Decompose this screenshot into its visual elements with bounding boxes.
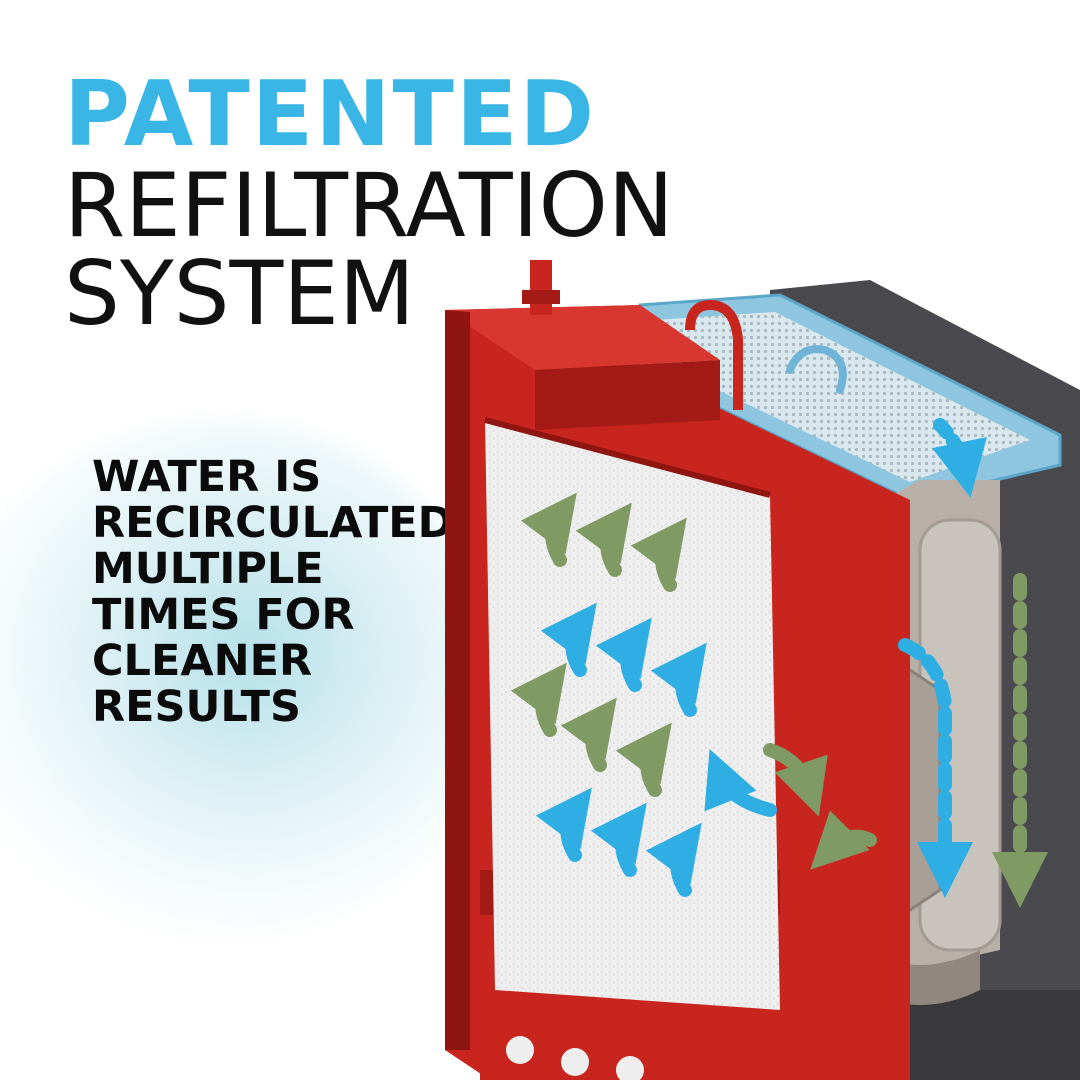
feature-line: RECIRCULATED — [92, 498, 454, 548]
blue-arrow — [540, 602, 597, 677]
blue-flow-arrows — [535, 418, 987, 898]
green-arrow — [510, 662, 567, 737]
blue-arrow — [590, 802, 647, 877]
green-arrow — [810, 810, 877, 870]
blue-arrow — [898, 638, 973, 898]
green-arrow — [615, 722, 672, 797]
water-splash-background — [0, 420, 500, 940]
feature-description: WATER IS RECIRCULATED MULTIPLE TIMES FOR… — [92, 454, 472, 730]
blue-arrow — [645, 822, 702, 897]
green-flow-arrows — [510, 492, 1048, 908]
headline: PATENTED REFILTRATION SYSTEM — [64, 70, 674, 338]
green-arrow — [560, 697, 617, 772]
headline-system: SYSTEM — [64, 242, 415, 345]
feature-line: TIMES FOR — [92, 590, 355, 640]
blue-arrow — [932, 418, 987, 498]
feature-line: CLEANER — [92, 636, 313, 686]
blue-arrow — [650, 642, 707, 717]
blue-arrow — [535, 787, 592, 862]
blue-arrow — [704, 749, 777, 817]
refiltration-cutaway-illustration — [445, 260, 1080, 1080]
feature-line: RESULTS — [92, 682, 301, 732]
feature-line: WATER IS — [92, 452, 322, 502]
green-arrow — [575, 502, 632, 577]
green-arrow — [520, 492, 577, 567]
headline-refiltration: REFILTRATION — [64, 154, 674, 257]
headline-patented: PATENTED — [64, 62, 597, 167]
foam-filter — [484, 417, 780, 1010]
feature-line: MULTIPLE — [92, 544, 324, 594]
blue-arrow — [595, 617, 652, 692]
green-arrow — [763, 743, 828, 817]
green-arrow — [630, 517, 687, 592]
